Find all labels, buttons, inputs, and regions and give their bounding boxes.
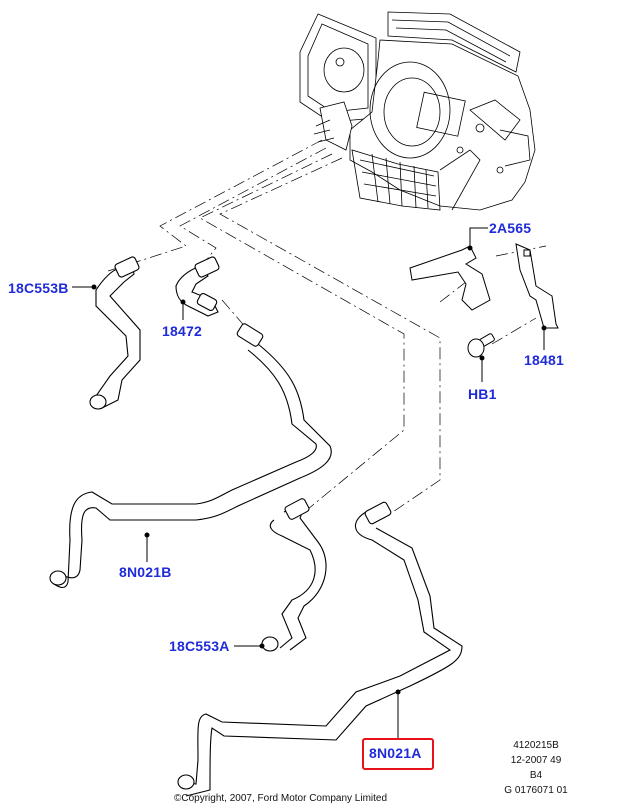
info-code: 4120215B: [513, 740, 559, 751]
callout-8n021b[interactable]: 8N021B: [119, 564, 172, 580]
copyright-notice: ©Copyright, 2007, Ford Motor Company Lim…: [174, 793, 388, 804]
hose-8n021a: [177, 501, 463, 797]
callout-18c553a[interactable]: 18C553A: [169, 638, 230, 654]
info-page: B4: [529, 770, 543, 781]
callout-8n021a[interactable]: 8N021A: [369, 745, 422, 761]
callout-18472[interactable]: 18472: [162, 323, 202, 339]
callout-18c553b[interactable]: 18C553B: [8, 280, 69, 296]
leader-lines: [72, 227, 547, 740]
hose-18c553a: [261, 498, 327, 652]
bracket-2a565: [409, 245, 491, 311]
hose-8n021b: [49, 323, 332, 589]
info-date: 12-2007 49: [510, 755, 562, 766]
info-block: 4120215B 12-2007 49 B4 G 0176071 01: [488, 738, 584, 798]
info-illustration-id: G 0176071 01: [504, 785, 568, 796]
callout-hb1[interactable]: HB1: [468, 386, 497, 402]
connector-18472: [175, 256, 220, 317]
bracket-18481: [515, 243, 559, 329]
callout-18481[interactable]: 18481: [524, 352, 564, 368]
callout-2a565[interactable]: 2A565: [489, 220, 532, 236]
hose-18c553b: [89, 256, 141, 410]
heater-housing-assembly: [299, 11, 536, 211]
connection-lines: [104, 139, 547, 519]
highlight-box: [362, 738, 434, 770]
bolt-hb1: [467, 333, 495, 358]
